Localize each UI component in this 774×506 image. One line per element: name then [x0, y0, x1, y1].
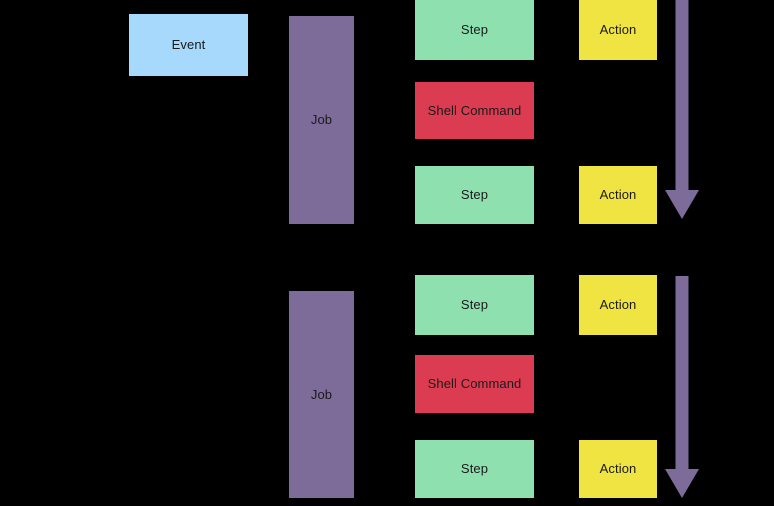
- node-shell-command-1[interactable]: Shell Command: [415, 82, 534, 139]
- node-label: Step: [460, 297, 489, 313]
- node-label: Action: [599, 297, 637, 313]
- node-label: Step: [460, 461, 489, 477]
- node-action-4[interactable]: Action: [579, 440, 657, 498]
- node-label: Action: [599, 187, 637, 203]
- node-step-3[interactable]: Step: [415, 275, 534, 335]
- node-job-1[interactable]: Job: [289, 16, 354, 224]
- node-action-1[interactable]: Action: [579, 0, 657, 60]
- node-label: Step: [460, 187, 489, 203]
- flow-arrow-down-icon-1: [664, 0, 700, 219]
- node-step-2[interactable]: Step: [415, 166, 534, 224]
- node-label: Shell Command: [427, 376, 522, 392]
- node-label: Action: [599, 22, 637, 38]
- node-step-1[interactable]: Step: [415, 0, 534, 60]
- node-shell-command-2[interactable]: Shell Command: [415, 355, 534, 413]
- node-event-1[interactable]: Event: [129, 14, 248, 76]
- node-label: Job: [310, 386, 333, 402]
- node-label: Step: [460, 22, 489, 38]
- flow-arrow-down-icon-2: [664, 276, 700, 498]
- node-label: Job: [310, 112, 333, 128]
- node-step-4[interactable]: Step: [415, 440, 534, 498]
- node-action-2[interactable]: Action: [579, 166, 657, 224]
- node-job-2[interactable]: Job: [289, 291, 354, 498]
- node-action-3[interactable]: Action: [579, 275, 657, 335]
- node-label: Event: [171, 37, 206, 53]
- node-label: Action: [599, 461, 637, 477]
- node-label: Shell Command: [427, 102, 522, 118]
